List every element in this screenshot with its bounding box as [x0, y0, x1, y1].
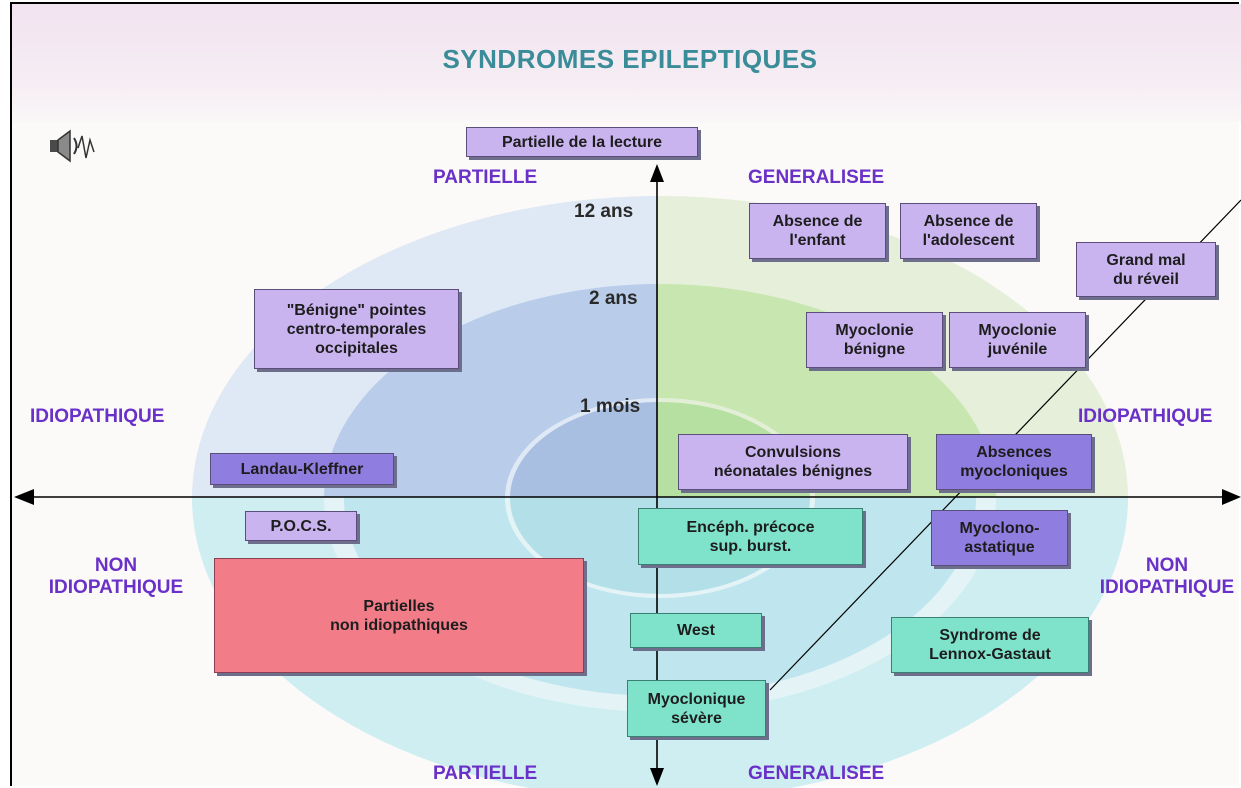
ring-label-12-ans: 12 ans	[574, 201, 634, 222]
speaker-icon[interactable]	[48, 128, 108, 164]
arrow-up-icon	[650, 164, 664, 182]
box-west[interactable]: West	[630, 613, 762, 648]
label-idiopathique-left: IDIOPATHIQUE	[30, 406, 165, 427]
box-absence-enfant[interactable]: Absence de l'enfant	[749, 203, 886, 259]
core-partial	[510, 402, 657, 497]
box-myoclonie-juvenile[interactable]: Myoclonie juvénile	[949, 312, 1086, 368]
header-band	[12, 4, 1241, 122]
ring-label-1-mois: 1 mois	[580, 396, 641, 417]
arrow-left-icon	[14, 489, 34, 505]
box-partielles-non-idiopathiques[interactable]: Partielles non idiopathiques	[214, 558, 584, 673]
box-lennox-gastaut[interactable]: Syndrome de Lennox-Gastaut	[891, 617, 1089, 673]
box-benigne[interactable]: "Bénigne" pointes centro-temporales occi…	[254, 289, 459, 369]
box-absence-adolescent[interactable]: Absence de l'adolescent	[900, 203, 1037, 259]
box-myoclonie-benigne[interactable]: Myoclonie bénigne	[806, 312, 943, 368]
box-myoclono-astatique[interactable]: Myoclono- astatique	[931, 510, 1068, 566]
box-pocs[interactable]: P.O.C.S.	[245, 511, 357, 541]
box-convulsions[interactable]: Convulsions néonatales bénignes	[678, 434, 908, 490]
label-partielle-bottom: PARTIELLE	[433, 763, 538, 784]
box-enceph-precoce[interactable]: Encéph. précoce sup. burst.	[638, 508, 863, 565]
label-generalisee-bottom: GENERALISEE	[748, 763, 885, 784]
page-title: SYNDROMES EPILEPTIQUES	[442, 44, 818, 74]
label-idiopathique-right: IDIOPATHIQUE	[1078, 406, 1213, 427]
ring-label-2-ans: 2 ans	[589, 288, 638, 309]
box-partielle-lecture[interactable]: Partielle de la lecture	[466, 127, 698, 157]
label-generalisee-top: GENERALISEE	[748, 167, 885, 188]
arrow-down-icon	[650, 768, 664, 786]
box-landau-kleffner[interactable]: Landau-Kleffner	[210, 453, 394, 485]
arrow-right-icon	[1222, 489, 1241, 505]
label-partielle-top: PARTIELLE	[433, 167, 538, 188]
label-non-idiopathique-right: NON IDIOPATHIQUE	[1099, 555, 1235, 598]
box-absences-myocloniques[interactable]: Absences myocloniques	[936, 434, 1092, 490]
label-non-idiopathique-left: NON IDIOPATHIQUE	[48, 555, 184, 598]
box-grand-mal[interactable]: Grand mal du réveil	[1076, 242, 1216, 297]
box-myoclonique-severe[interactable]: Myoclonique sévère	[627, 680, 766, 737]
